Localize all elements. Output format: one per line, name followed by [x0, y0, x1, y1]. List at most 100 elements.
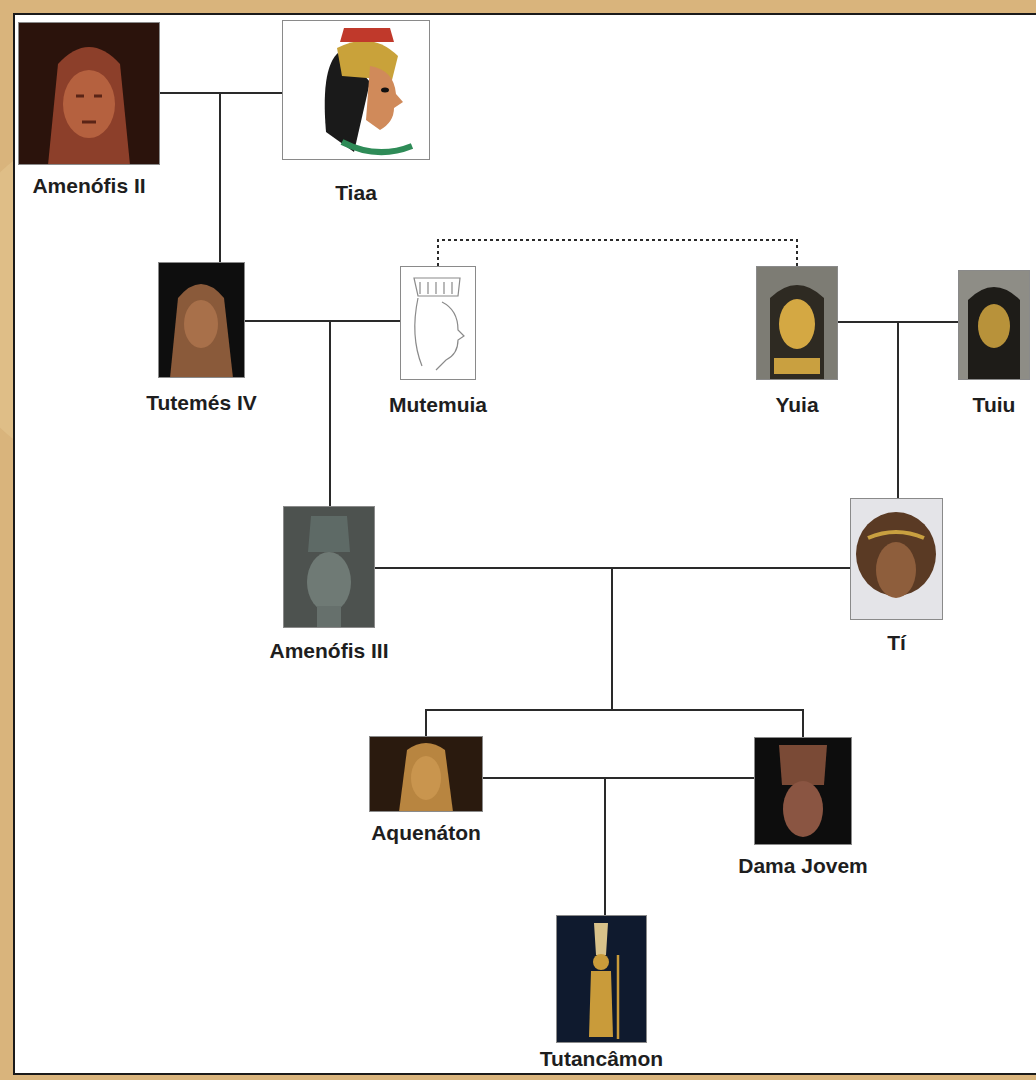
headdress — [170, 284, 233, 378]
name-label: Yuia — [775, 393, 818, 417]
head — [593, 954, 609, 970]
portrait — [400, 266, 476, 380]
portrait-ground — [556, 915, 647, 1043]
portrait-frame: Tutancâmon — [556, 915, 647, 1043]
face — [411, 756, 441, 800]
name-label-group: Yuia — [775, 393, 818, 417]
portrait-ground — [958, 270, 1030, 380]
name-label-group: Amenófis II — [32, 174, 145, 198]
portrait — [283, 506, 375, 628]
portrait-ground — [18, 22, 160, 165]
portrait-frame: Yuia — [756, 266, 838, 380]
mask — [779, 299, 815, 349]
family-line — [898, 322, 958, 498]
portrait — [754, 737, 852, 845]
name-label-group: Dama Jovem — [738, 854, 868, 878]
name-label-group: Tutemés IV — [146, 391, 256, 415]
band — [868, 532, 924, 538]
portrait — [756, 266, 838, 380]
portrait-ground — [158, 262, 245, 378]
staff — [617, 955, 620, 1039]
portrait-ground — [369, 736, 483, 812]
dotted-link — [438, 240, 797, 266]
family-line — [605, 778, 754, 915]
portrait — [369, 736, 483, 812]
name-label: Amenófis II — [32, 174, 145, 198]
name-label: Tiaa — [335, 181, 377, 205]
eye — [381, 88, 389, 93]
face — [63, 70, 115, 138]
portrait-ground — [850, 498, 943, 620]
name-label-group: Mutemuia — [389, 393, 487, 417]
neck — [317, 606, 341, 628]
vulture-headdress — [337, 41, 398, 80]
sketch-crown — [414, 278, 460, 296]
name-label: Tutancâmon — [540, 1047, 663, 1071]
portrait-frame: Aquenáton — [369, 736, 483, 812]
portrait-ground — [756, 266, 838, 380]
figure — [589, 971, 613, 1037]
portrait — [282, 20, 430, 160]
portrait-ground — [282, 20, 430, 160]
portrait-frame: Tí — [850, 498, 943, 620]
portrait-frame: Tuiu — [958, 270, 1030, 380]
family-line — [612, 568, 850, 737]
crown — [308, 516, 350, 552]
portrait — [158, 262, 245, 378]
portrait-frame: Amenófis III — [283, 506, 375, 628]
name-label-group: Tutancâmon — [540, 1047, 663, 1071]
portrait-ground — [754, 737, 852, 845]
panel — [14, 14, 1036, 1074]
portrait-frame: Tiaa — [282, 20, 430, 160]
family-line — [220, 93, 282, 262]
name-label: Mutemuia — [389, 393, 487, 417]
portrait-ground — [283, 506, 375, 628]
portrait — [850, 498, 943, 620]
collar — [774, 358, 820, 374]
name-label: Tí — [887, 631, 906, 655]
name-label: Aquenáton — [371, 821, 481, 845]
name-label-group: Tuiu — [973, 393, 1016, 417]
portrait-frame: Amenófis II — [18, 22, 160, 165]
crown — [340, 28, 394, 42]
portrait — [18, 22, 160, 165]
face — [184, 300, 218, 348]
mask — [978, 304, 1010, 348]
name-label: Amenófis III — [269, 639, 388, 663]
wig — [770, 285, 824, 380]
wig — [968, 287, 1020, 380]
face — [876, 542, 916, 598]
collar — [342, 142, 412, 152]
family-line — [426, 568, 850, 736]
name-label: Tutemés IV — [146, 391, 256, 415]
portrait — [958, 270, 1030, 380]
headdress — [48, 47, 130, 165]
name-label-group: Aquenáton — [371, 821, 481, 845]
features — [76, 96, 102, 122]
name-label: Dama Jovem — [738, 854, 868, 878]
headdress — [399, 743, 453, 812]
crown — [594, 923, 608, 955]
portrait-frame: Tutemés IV — [158, 262, 245, 378]
family-line — [483, 778, 605, 915]
name-label: Tuiu — [973, 393, 1016, 417]
name-label-group: Amenófis III — [269, 639, 388, 663]
family-line — [375, 568, 803, 737]
portrait-frame: Dama Jovem — [754, 737, 852, 845]
sketch-profile — [415, 298, 464, 370]
family-line — [838, 322, 898, 498]
family-line — [160, 93, 220, 262]
name-label-group: Tiaa — [335, 181, 377, 205]
face — [783, 781, 823, 837]
portrait-ground — [400, 266, 476, 380]
name-label-group: Tí — [887, 631, 906, 655]
face — [307, 552, 351, 612]
portrait-frame: Mutemuia — [400, 266, 476, 380]
face — [366, 66, 403, 130]
crown — [779, 745, 827, 785]
portrait — [556, 915, 647, 1043]
family-line — [245, 321, 330, 506]
